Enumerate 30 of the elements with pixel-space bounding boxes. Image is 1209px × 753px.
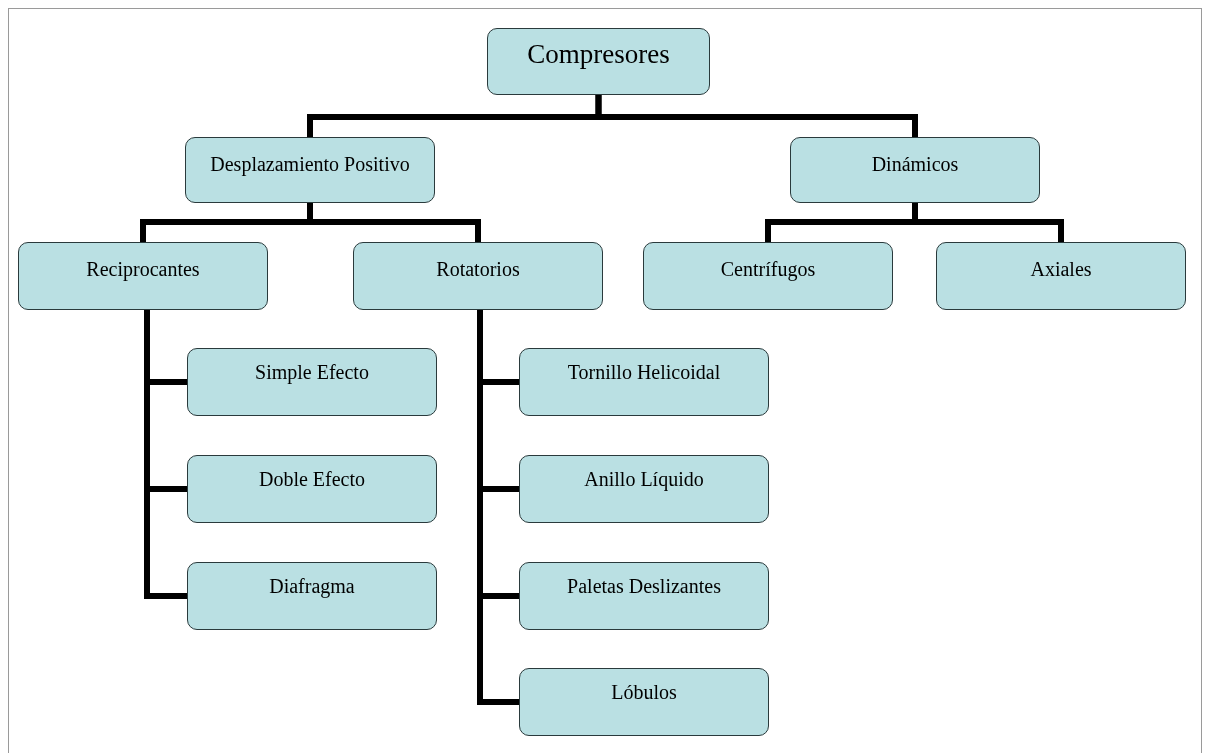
connector-line bbox=[912, 200, 1064, 245]
box-label: Centrífugos bbox=[720, 258, 816, 281]
category-box bbox=[187, 562, 437, 630]
category-box bbox=[18, 242, 268, 310]
category-box bbox=[187, 348, 437, 416]
box-label: Simple Efecto bbox=[255, 361, 369, 384]
category-box bbox=[790, 137, 1040, 203]
box-label: Rotatorios bbox=[436, 258, 520, 281]
category-box bbox=[519, 562, 769, 630]
box-label: Dinámicos bbox=[871, 153, 959, 176]
category-box bbox=[353, 242, 603, 310]
box-label: Compresores bbox=[527, 39, 670, 71]
box-label: Paletas Deslizantes bbox=[567, 575, 721, 598]
box-label: Tornillo Helicoidal bbox=[567, 361, 721, 384]
box-label: Doble Efecto bbox=[258, 468, 366, 491]
box-label: Anillo Líquido bbox=[584, 468, 704, 491]
box-label: Lóbulos bbox=[611, 681, 677, 704]
category-box bbox=[643, 242, 893, 310]
box-label: Diafragma bbox=[269, 575, 355, 598]
connector-line bbox=[307, 200, 481, 245]
category-box bbox=[519, 348, 769, 416]
category-box bbox=[519, 668, 769, 736]
category-box bbox=[185, 137, 435, 203]
box-label: Axiales bbox=[1030, 258, 1092, 281]
category-box bbox=[187, 455, 437, 523]
category-box bbox=[936, 242, 1186, 310]
category-box bbox=[519, 455, 769, 523]
category-box bbox=[487, 28, 710, 95]
box-label: Reciprocantes bbox=[86, 258, 200, 281]
box-label: Desplazamiento Positivo bbox=[210, 153, 410, 176]
